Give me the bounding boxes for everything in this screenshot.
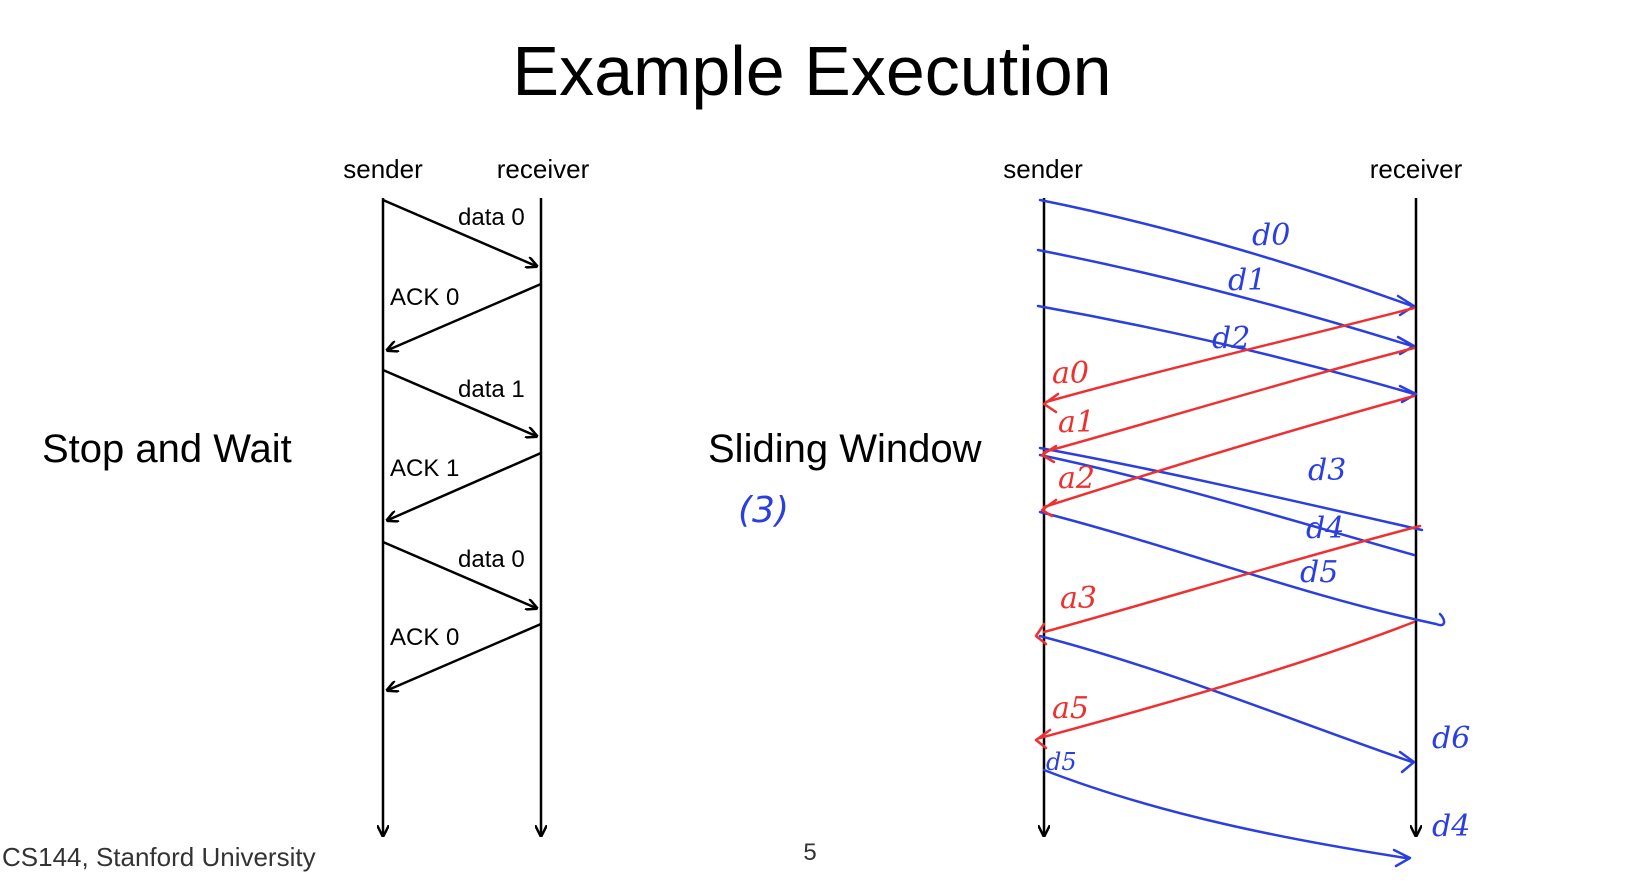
sw-arrow-ack0b: [388, 622, 542, 690]
slw-ack-a2: [1040, 394, 1416, 518]
sw-msg-ack0b: ACK 0: [390, 624, 459, 651]
stop-and-wait-label: Stop and Wait: [42, 427, 292, 471]
slw-receiver-label: receiver: [1370, 154, 1463, 184]
sw-msg-data0b: data 0: [458, 546, 525, 573]
sliding-window-size-note: (3): [738, 490, 789, 531]
slw-sender-label: sender: [1003, 154, 1083, 184]
slw-note-a0: a0: [1052, 356, 1089, 391]
slw-ack-a5: [1034, 620, 1416, 750]
sw-arrow-data0: [382, 198, 536, 266]
slw-data-d4: [1038, 453, 1416, 557]
page-title: Example Execution: [512, 32, 1111, 110]
slw-note-d3: d3: [1308, 453, 1346, 488]
slw-note-d4b: d4: [1432, 809, 1470, 844]
slw-note-a3: a3: [1060, 581, 1097, 616]
slw-ack-a1: [1040, 346, 1416, 464]
slw-note-d0: d0: [1252, 218, 1290, 253]
page-number: 5: [803, 839, 816, 866]
slw-data-d4b: [1042, 768, 1412, 868]
slw-data-d0: [1038, 198, 1416, 317]
slw-note-d5b: d5: [1046, 748, 1077, 776]
sw-arrow-data1: [382, 368, 536, 436]
slw-data-d5b: [1038, 634, 1416, 774]
slw-data-d3: [1038, 446, 1424, 532]
slw-note-a5: a5: [1052, 691, 1089, 726]
sw-arrow-ack1: [388, 451, 542, 520]
sw-msg-ack1: ACK 1: [390, 455, 459, 482]
sliding-window-label: Sliding Window: [708, 427, 982, 471]
sw-sender-label: sender: [343, 154, 423, 184]
slw-data-d5: [1038, 510, 1446, 627]
slw-ack-a0: [1042, 306, 1416, 414]
sw-arrow-ack0: [388, 282, 542, 350]
slw-note-d1: d1: [1228, 263, 1266, 298]
slw-note-d4: d4: [1306, 511, 1344, 546]
slw-data-d2: [1036, 304, 1418, 404]
sw-msg-data0: data 0: [458, 204, 525, 231]
slw-note-d6: d6: [1432, 721, 1470, 756]
sw-msg-data1: data 1: [458, 376, 525, 403]
sw-receiver-label: receiver: [497, 154, 590, 184]
slw-note-d2: d2: [1212, 321, 1250, 356]
slw-note-a2: a2: [1058, 461, 1095, 496]
slw-note-a1: a1: [1058, 405, 1095, 440]
footer-course: CS144, Stanford University: [2, 842, 316, 872]
sw-arrow-data0b: [382, 540, 536, 608]
slw-note-d5: d5: [1300, 555, 1338, 590]
sw-msg-ack0: ACK 0: [390, 284, 459, 311]
slw-ack-a3: [1034, 524, 1422, 646]
